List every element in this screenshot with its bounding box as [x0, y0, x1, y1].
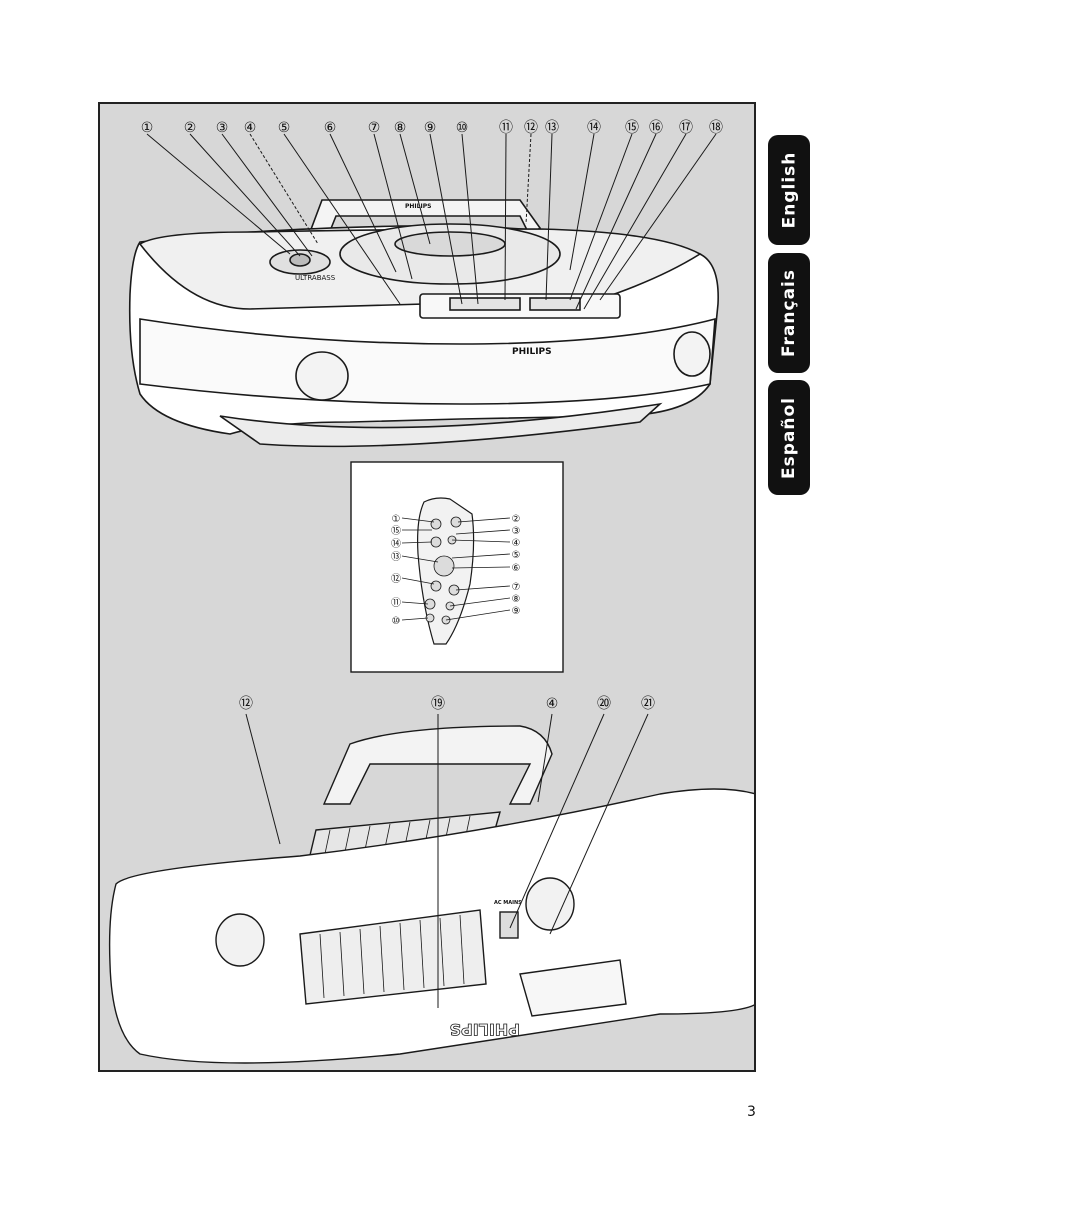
boombox-bottom-view: AC MAINS PHILIPS [108, 725, 754, 1064]
boombox-front-view: PHILIPS ULTRABASS PHILIPS [128, 199, 719, 448]
callout-bottom_callouts-4: ㉑ [641, 696, 655, 712]
callout-bottom_callouts-1: ⑲ [431, 696, 445, 712]
callout-top_callouts-14: ⑮ [625, 120, 639, 136]
tab-espanol[interactable]: Español [768, 380, 810, 495]
bottom-callouts: ⑫ ⑲ ④ ⑳ ㉑ [239, 696, 655, 712]
ac-label: AC MAINS [494, 900, 522, 906]
callout-top_callouts-4: ⑤ [278, 120, 291, 136]
callout-top_callouts-16: ⑰ [679, 120, 693, 136]
bass-label: ULTRABASS [295, 274, 336, 282]
callout-top_callouts-12: ⑬ [545, 120, 559, 136]
page-number: 3 [747, 1104, 756, 1120]
callout-top_callouts-3: ④ [244, 120, 257, 136]
callout-top_callouts-5: ⑥ [324, 120, 337, 136]
callout-remote_right_callouts-1: ③ [512, 526, 521, 537]
callout-top_callouts-2: ③ [216, 120, 229, 136]
tab-english[interactable]: English [768, 135, 810, 245]
callout-bottom_callouts-0: ⑫ [239, 696, 253, 712]
callout-remote_left_callouts-0: ① [392, 514, 401, 525]
callout-top_callouts-10: ⑪ [499, 120, 513, 136]
callout-remote_left_callouts-3: ⑬ [391, 551, 401, 563]
callout-top_callouts-6: ⑦ [368, 120, 381, 136]
callout-top_callouts-15: ⑯ [649, 120, 663, 136]
callout-top_callouts-0: ① [141, 120, 154, 136]
tab-francais-label: Français [779, 269, 800, 357]
callout-top_callouts-9: ⑩ [456, 120, 469, 136]
tab-francais[interactable]: Français [768, 253, 810, 373]
callout-top_callouts-13: ⑭ [587, 120, 601, 136]
callout-remote_right_callouts-4: ⑥ [512, 563, 521, 574]
front-brand: PHILIPS [512, 347, 552, 357]
callout-remote_right_callouts-7: ⑨ [512, 606, 521, 617]
callout-remote_right_callouts-3: ⑤ [512, 550, 521, 561]
callout-top_callouts-17: ⑱ [709, 120, 723, 136]
callout-top_callouts-7: ⑧ [394, 120, 407, 136]
callout-top_callouts-11: ⑫ [524, 120, 538, 136]
bottom-brand: PHILIPS [450, 1020, 520, 1039]
bottom-leader-lines [245, 713, 649, 1008]
tab-english-label: English [779, 151, 800, 229]
callout-top_callouts-1: ② [184, 120, 197, 136]
illustration-panel: PHILIPS ULTRABASS PHILIPS [98, 102, 756, 1072]
tab-espanol-label: Español [779, 396, 800, 479]
callout-top_callouts-8: ⑨ [424, 120, 437, 136]
callout-remote_right_callouts-5: ⑦ [512, 582, 521, 593]
callout-remote_right_callouts-6: ⑧ [512, 594, 521, 605]
callout-bottom_callouts-3: ⑳ [597, 696, 611, 712]
boombox-illustration: PHILIPS ULTRABASS PHILIPS [108, 120, 754, 1064]
callout-remote_left_callouts-1: ⑮ [391, 525, 401, 537]
callout-remote_left_callouts-6: ⑩ [392, 616, 401, 627]
top-leader-lines [146, 133, 717, 310]
callout-remote_left_callouts-5: ⑪ [391, 597, 401, 609]
remote-leader-lines [401, 517, 511, 621]
callout-remote_right_callouts-0: ② [512, 514, 521, 525]
callout-remote_left_callouts-4: ⑫ [391, 573, 401, 585]
callout-remote_left_callouts-2: ⑭ [391, 538, 401, 550]
callout-bottom_callouts-2: ④ [546, 696, 559, 712]
callout-remote_right_callouts-2: ④ [512, 538, 521, 549]
lid-brand: PHILIPS [405, 203, 431, 210]
